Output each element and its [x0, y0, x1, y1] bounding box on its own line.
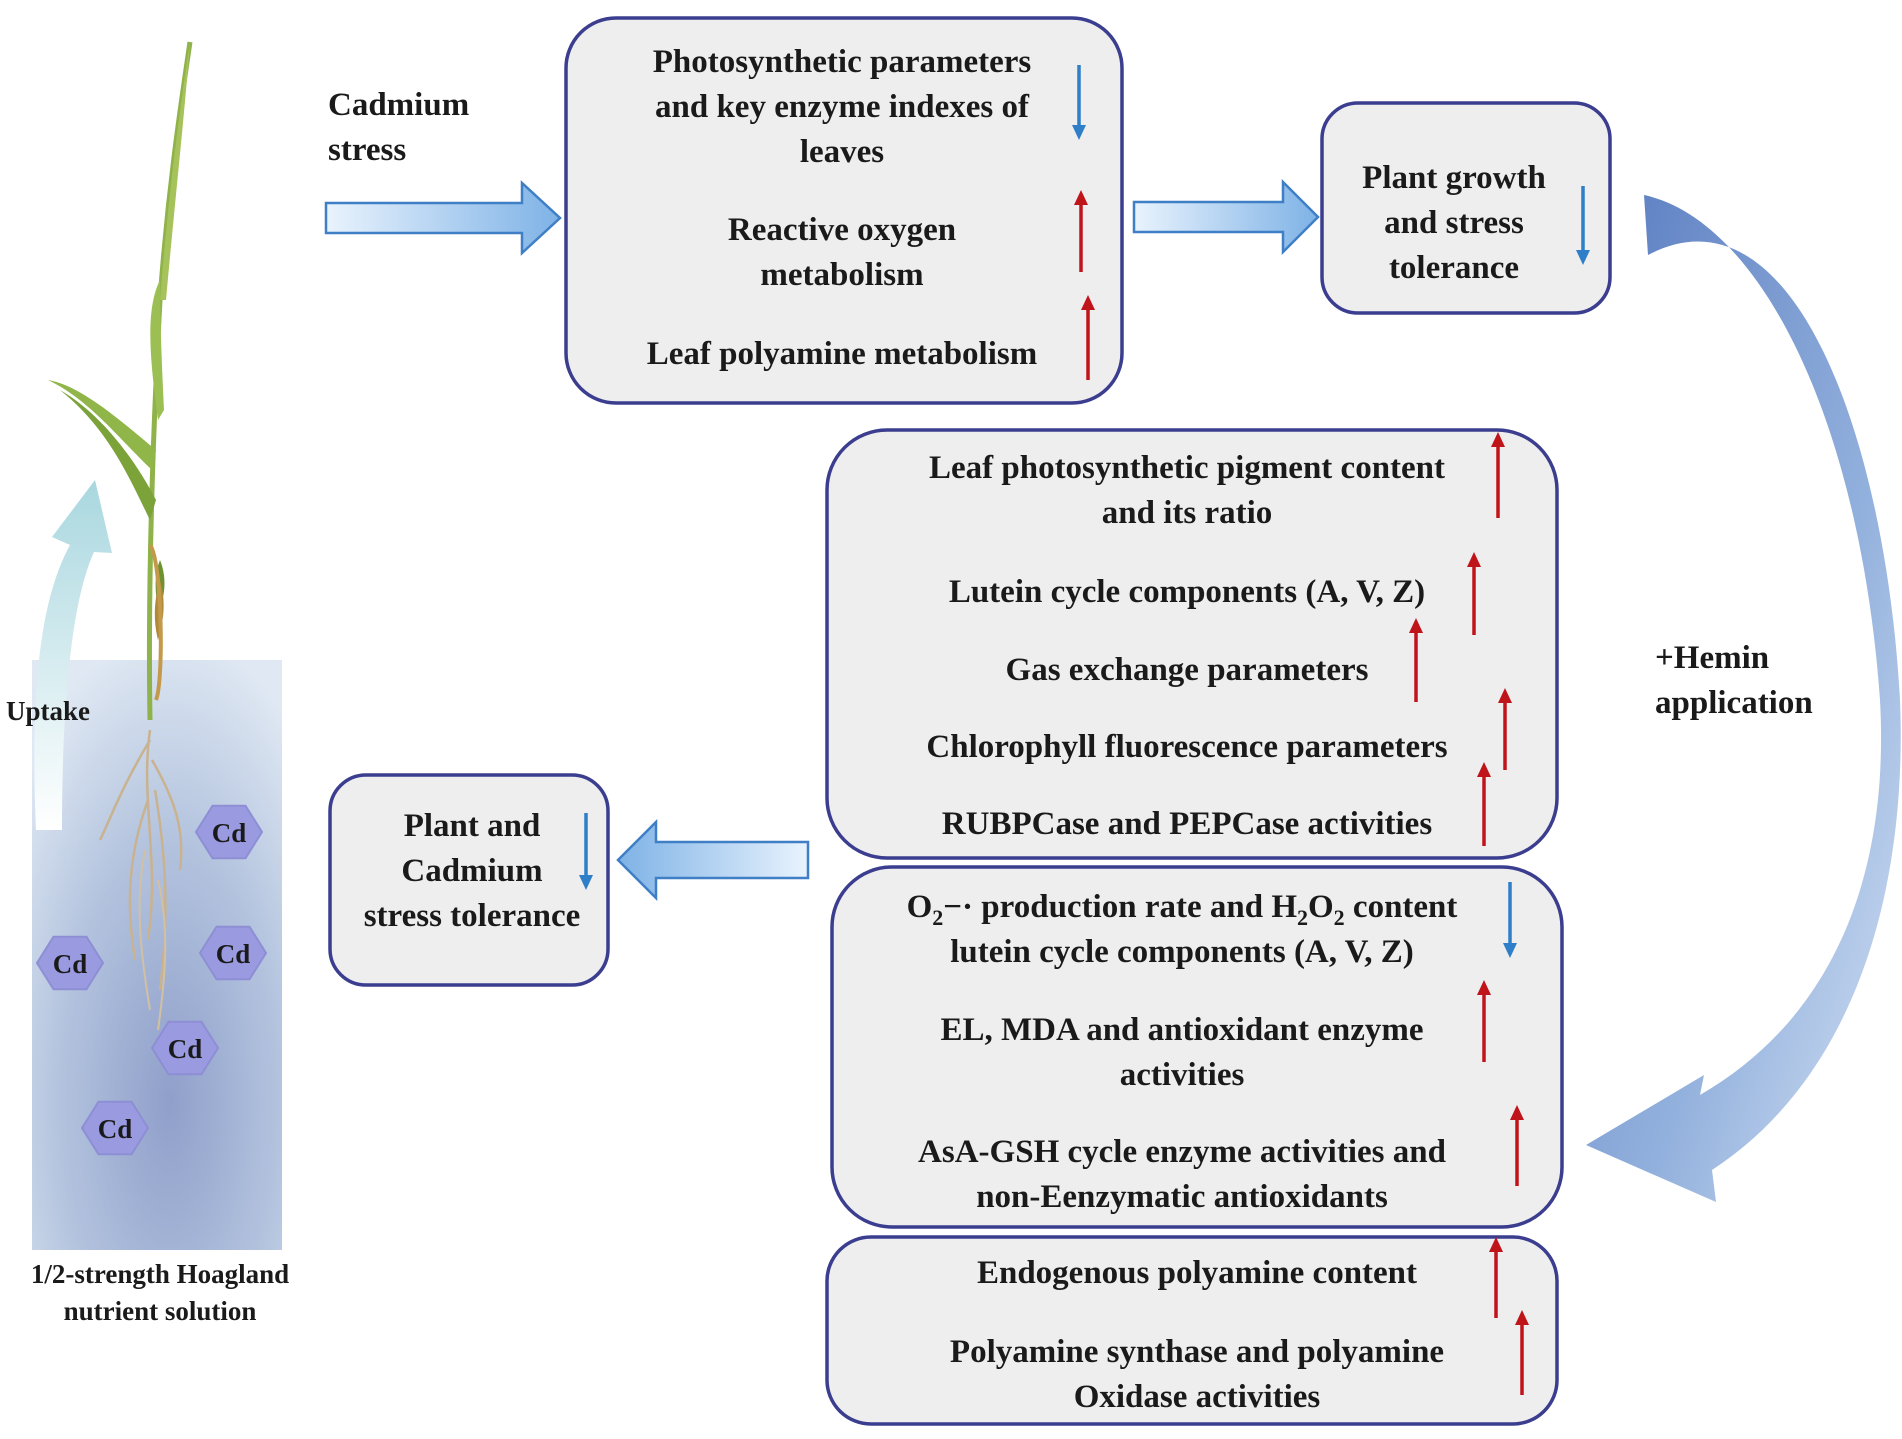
up-arrow-icon [1498, 688, 1512, 770]
down-arrow-icon [579, 813, 593, 890]
down-arrow-icon [1576, 186, 1590, 265]
down-arrow-icon [1072, 65, 1086, 140]
plant-growth-line2: and stress [1384, 205, 1524, 241]
asa-gsh-line1: AsA-GSH cycle enzyme activities and [918, 1134, 1446, 1170]
flow-arrow-final [616, 818, 810, 902]
up-arrow-icon [1510, 1105, 1524, 1186]
plant-growth-box [1320, 101, 1612, 315]
rubpcase-pepcase-activities: RUBPCase and PEPCase activities [942, 806, 1433, 842]
gas-exchange-parameters: Gas exchange parameters [1006, 652, 1369, 688]
lutein-cycle-components-oxidative: lutein cycle components (A, V, Z) [950, 934, 1414, 970]
solution-label-line1: 1/2-strength Hoagland [31, 1259, 289, 1289]
photosynthetic-params-line1: Photosynthetic parameters [653, 44, 1032, 80]
photosynthetic-params-line3: leaves [800, 134, 884, 170]
cd-label: Cd [53, 949, 88, 979]
cd-hexagon-icon: Cd [80, 1100, 150, 1156]
polyamine-effects-box [825, 1235, 1559, 1426]
cadmium-stress-label-line1: Cadmium [328, 87, 469, 123]
el-mda-line2: activities [1120, 1057, 1245, 1093]
cd-hexagon-icon: Cd [150, 1020, 220, 1076]
pigment-content-line1: Leaf photosynthetic pigment content [929, 450, 1445, 486]
final-tolerance-line2: Cadmium [401, 853, 542, 889]
solution-label-line2: nutrient solution [64, 1296, 257, 1326]
cd-label: Cd [168, 1034, 203, 1064]
el-mda-line1: EL, MDA and antioxidant enzyme [940, 1012, 1423, 1048]
uptake-label: Uptake [6, 696, 90, 726]
cd-label: Cd [212, 818, 247, 848]
ros-metabolism-line1: Reactive oxygen [728, 212, 956, 248]
final-tolerance-box [328, 773, 610, 987]
up-arrow-icon [1489, 1237, 1503, 1318]
endogenous-polyamine-content: Endogenous polyamine content [977, 1255, 1417, 1291]
up-arrow-icon [1409, 618, 1423, 702]
asa-gsh-line2: non-Eenzymatic antioxidants [976, 1179, 1388, 1215]
final-tolerance-line1: Plant and [404, 808, 541, 844]
up-arrow-icon [1477, 980, 1491, 1062]
leaf-polyamine-metabolism: Leaf polyamine metabolism [647, 336, 1037, 372]
cd-hexagon-icon: Cd [198, 925, 268, 981]
up-arrow-icon [1081, 295, 1095, 380]
plant-seedling-icon [48, 41, 193, 1031]
down-arrow-icon [1503, 882, 1517, 958]
cd-hexagon-icon: Cd [194, 804, 264, 860]
up-arrow-icon [1074, 190, 1088, 272]
ros-metabolism-line2: metabolism [760, 257, 923, 293]
plant-growth-line3: tolerance [1389, 250, 1519, 286]
chlorophyll-fluorescence-parameters: Chlorophyll fluorescence parameters [926, 729, 1447, 765]
hemin-label-line2: application [1655, 685, 1813, 721]
uptake-arrow [34, 480, 112, 830]
cd-label: Cd [98, 1114, 133, 1144]
up-arrow-icon [1515, 1310, 1529, 1395]
flow-arrow-growth [1132, 178, 1320, 256]
plant-growth-line1: Plant growth [1362, 160, 1546, 196]
photosynthetic-params-line2: and key enzyme indexes of [655, 89, 1030, 125]
cd-label: Cd [216, 939, 251, 969]
lutein-cycle-components: Lutein cycle components (A, V, Z) [949, 574, 1425, 610]
cd-hexagon-icon: Cd [35, 935, 105, 991]
hemin-label-line1: +Hemin [1655, 640, 1769, 676]
up-arrow-icon [1477, 762, 1491, 846]
cadmium-stress-label-line2: stress [328, 132, 406, 168]
photosynthesis-effects-box [825, 428, 1559, 860]
stress-effects-box [564, 16, 1124, 405]
pigment-content-line2: and its ratio [1102, 495, 1273, 531]
up-arrow-icon [1491, 432, 1505, 518]
oxidative-effects-box [830, 865, 1564, 1229]
polyamine-synthase-line1: Polyamine synthase and polyamine [950, 1334, 1444, 1370]
o2-h2o2-production-rate: O2−· production rate and H2O2 content [907, 889, 1458, 930]
final-tolerance-line3: stress tolerance [364, 898, 581, 934]
polyamine-synthase-line2: Oxidase activities [1074, 1379, 1321, 1415]
up-arrow-icon [1467, 552, 1481, 635]
flow-arrow-stress [324, 180, 562, 256]
